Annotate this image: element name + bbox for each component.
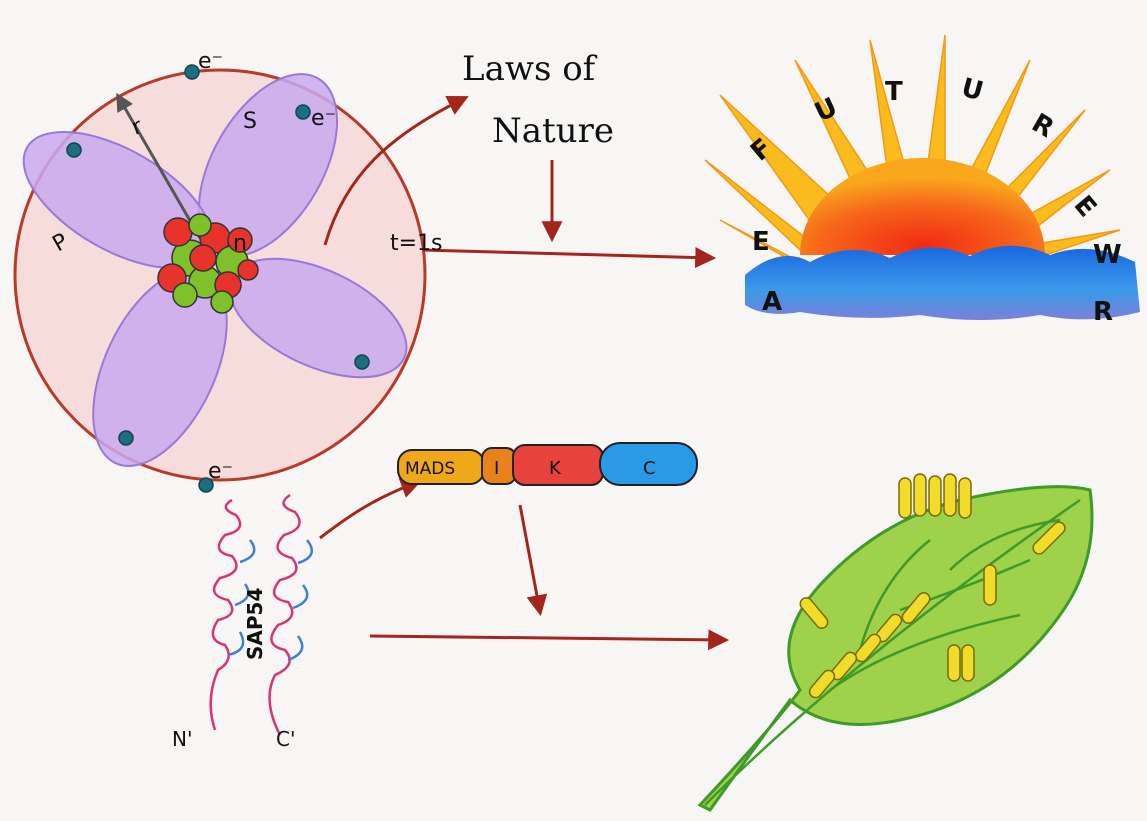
- arrow-atom-to-future: [422, 250, 712, 258]
- electron-dot: [67, 143, 81, 157]
- electron-label: e⁻: [198, 49, 223, 74]
- laws-title-line-1: Laws of: [462, 49, 598, 89]
- helix-right: [270, 495, 300, 735]
- c-terminus-label: C': [276, 727, 295, 751]
- sunset-letter: U: [958, 73, 986, 107]
- sunset-letter: E: [752, 227, 770, 257]
- arrow-protein-to-domains: [320, 482, 418, 538]
- electron-label: e⁻: [311, 106, 336, 131]
- electron-label: e⁻: [208, 459, 233, 484]
- nucleus-label: n: [233, 231, 247, 256]
- sunset-letter: R: [1027, 108, 1059, 144]
- sun: [800, 158, 1045, 255]
- atom: e⁻ e⁻ e⁻ r S P n: [2, 49, 425, 492]
- sunset-letter: T: [885, 77, 903, 107]
- domain-label: MADS: [405, 459, 455, 479]
- electron-dot: [119, 431, 133, 445]
- electron-dot: [185, 65, 199, 79]
- s-orbital-label: S: [243, 109, 257, 134]
- sea-waves: [745, 246, 1140, 320]
- arrow-domains-down: [520, 505, 540, 612]
- arrow-protein-to-leaf: [370, 636, 725, 640]
- laws-title-line-2: Nature: [492, 111, 614, 151]
- sunset-illustration: F U T U R E W E A R: [705, 35, 1140, 327]
- leaf-illustration: [700, 474, 1092, 810]
- domain-label: I: [494, 458, 499, 479]
- sunset-letter: R: [1093, 297, 1113, 327]
- electron-dot: [296, 105, 310, 119]
- helix-left: [211, 500, 240, 730]
- leaf-blade: [700, 487, 1092, 810]
- n-terminus-label: N': [172, 727, 192, 751]
- sunset-letter: W: [1093, 240, 1122, 270]
- protein-name: SAP54: [243, 588, 267, 660]
- time-label: t=1s: [390, 231, 443, 256]
- electron-dot: [355, 355, 369, 369]
- laws-of-nature-title: Laws of Nature: [462, 49, 614, 151]
- domain-label: C: [643, 458, 656, 479]
- domain-label: K: [549, 458, 562, 479]
- sunset-letter: A: [762, 287, 782, 317]
